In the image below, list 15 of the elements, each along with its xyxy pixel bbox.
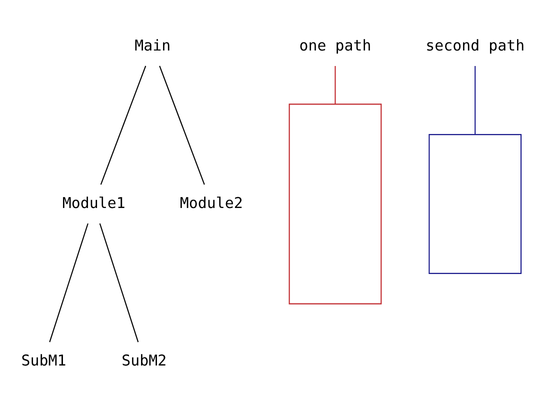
connector xyxy=(49,223,88,342)
connector xyxy=(100,66,146,185)
node-box xyxy=(428,134,522,274)
node-text: one path xyxy=(299,36,372,54)
connector xyxy=(159,66,205,185)
connector xyxy=(334,66,336,104)
node-text: SubM1 xyxy=(21,351,66,370)
node-box xyxy=(288,104,382,304)
node-text: Module1 xyxy=(62,194,126,212)
node-text: Main xyxy=(134,36,171,54)
node-text: Module2 xyxy=(180,194,243,212)
node-text: SubM2 xyxy=(122,351,167,370)
connector xyxy=(99,223,139,342)
node-text: second path xyxy=(426,36,525,54)
connector xyxy=(474,66,476,135)
